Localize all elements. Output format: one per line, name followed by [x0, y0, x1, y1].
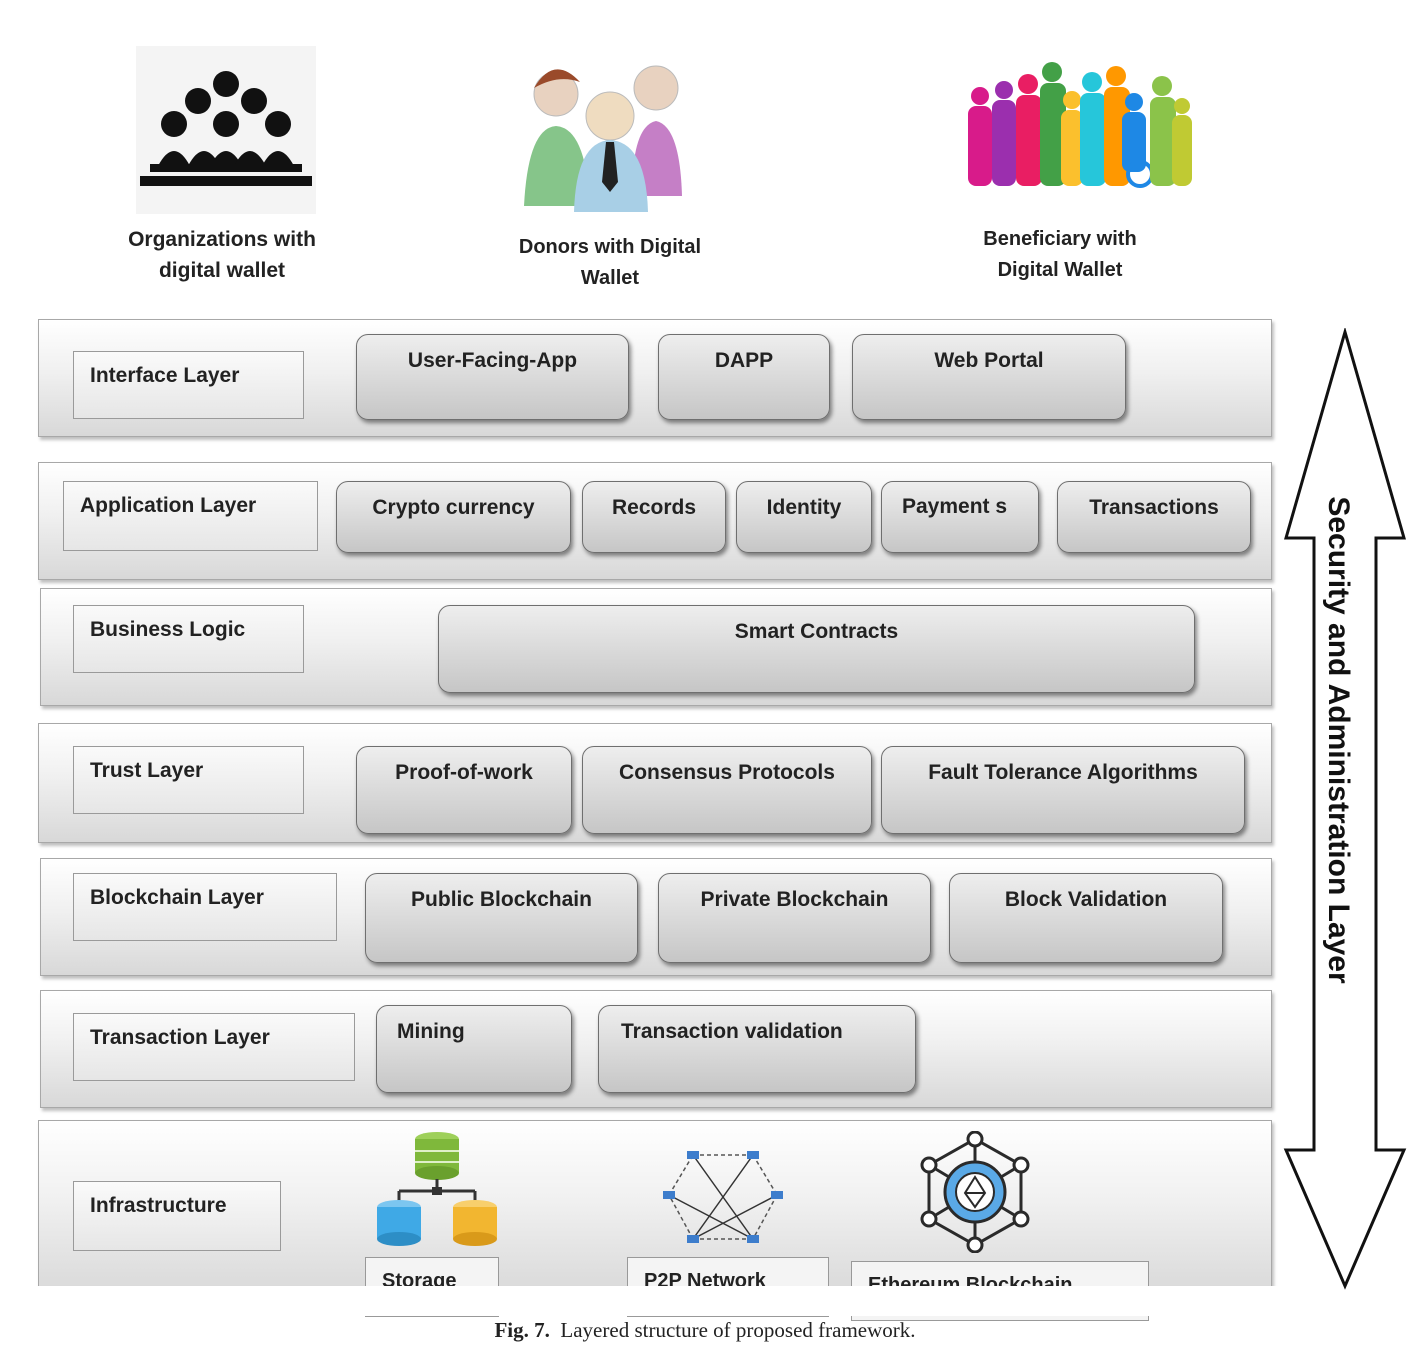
blockchain-layer-label: Blockchain Layer [73, 873, 337, 941]
transaction-validation-box: Transaction validation [598, 1005, 916, 1093]
security-administration-label: Security and Administration Layer [1322, 496, 1355, 984]
transactions-box: Transactions [1057, 481, 1251, 553]
block-validation-box: Block Validation [949, 873, 1223, 963]
blockchain-layer: Blockchain Layer Public Blockchain Priva… [40, 858, 1272, 976]
beneficiary-label: Beneficiary with Digital Wallet [983, 228, 1137, 281]
infrastructure-label: Infrastructure [73, 1181, 281, 1251]
trust-layer: Trust Layer Proof-of-work Consensus Prot… [38, 723, 1272, 843]
transaction-layer: Transaction Layer Mining Transaction val… [40, 990, 1272, 1108]
p2p-network-icon [663, 1151, 783, 1243]
mining-box: Mining [376, 1005, 572, 1093]
infrastructure-layer: Infrastructure Storage P2P Netw [38, 1120, 1272, 1321]
donors-label: Donors with Digital Wallet [518, 236, 702, 289]
smart-contracts-box: Smart Contracts [438, 605, 1195, 693]
private-blockchain-box: Private Blockchain [658, 873, 931, 963]
figure-caption-text: Layered structure of proposed framework. [560, 1318, 916, 1342]
interface-layer: Interface Layer User-Facing-App DAPP Web… [38, 319, 1272, 437]
organizations-icon [136, 46, 316, 214]
figure-caption: Fig. 7. Layered structure of proposed fr… [0, 1318, 1410, 1343]
ethereum-icon [920, 1131, 1030, 1253]
interface-layer-label: Interface Layer [73, 351, 304, 419]
crypto-currency-box: Crypto currency [336, 481, 571, 553]
proof-of-work-box: Proof-of-work [356, 746, 572, 834]
dapp-box: DAPP [658, 334, 830, 420]
public-blockchain-box: Public Blockchain [365, 873, 638, 963]
web-portal-box: Web Portal [852, 334, 1126, 420]
transaction-layer-label: Transaction Layer [73, 1013, 355, 1081]
user-facing-app-box: User-Facing-App [356, 334, 629, 420]
records-box: Records [582, 481, 726, 553]
diagram-cut-edge [0, 1286, 1410, 1316]
application-layer: Application Layer Crypto currency Record… [38, 462, 1272, 580]
application-layer-label: Application Layer [63, 481, 318, 551]
security-double-arrow [1283, 328, 1407, 1290]
storage-icon [377, 1132, 497, 1246]
donors-icon [524, 65, 682, 212]
consensus-protocols-box: Consensus Protocols [582, 746, 872, 834]
organizations-label: Organizations with digital wallet [128, 228, 316, 282]
trust-layer-label: Trust Layer [73, 746, 304, 814]
business-logic-layer: Business Logic Smart Contracts [40, 588, 1272, 706]
fault-tolerance-box: Fault Tolerance Algorithms [881, 746, 1245, 834]
figure-number: Fig. 7. [494, 1318, 550, 1342]
business-logic-label: Business Logic [73, 605, 304, 673]
beneficiary-icon [968, 62, 1192, 188]
identity-box: Identity [736, 481, 872, 553]
payments-box: Payment s [881, 481, 1039, 553]
